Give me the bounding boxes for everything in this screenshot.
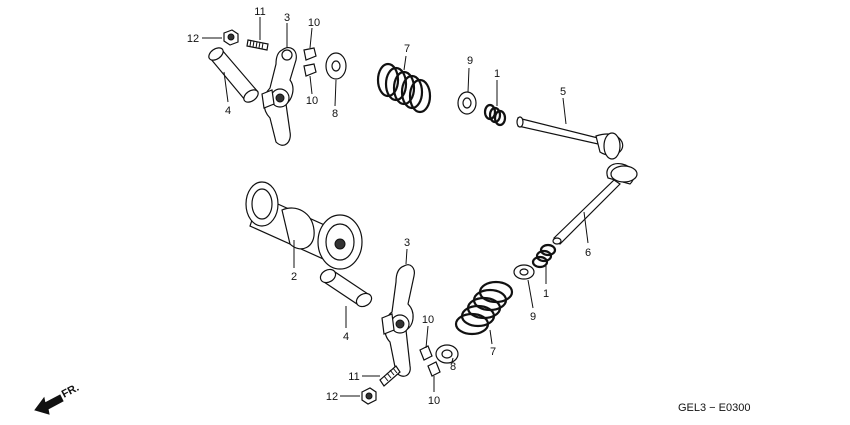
camshaft — [245, 181, 363, 270]
callout-1-top: 1 — [494, 68, 500, 80]
callout-numbers: 12 11 3 10 10 4 8 7 9 1 5 2 3 6 1 9 4 7 … — [187, 6, 591, 407]
callout-4-top: 4 — [225, 105, 231, 117]
stem-seal-top — [483, 103, 507, 127]
callout-6-bottom: 6 — [585, 247, 591, 259]
callout-11-top: 11 — [254, 6, 265, 18]
callout-9-top: 9 — [467, 55, 473, 67]
callout-9-bottom: 9 — [530, 311, 536, 323]
callout-7-bottom: 7 — [490, 346, 496, 358]
leader-lines — [202, 17, 589, 397]
spring-seat-top — [457, 91, 477, 115]
valve-spring-top — [376, 62, 432, 114]
callout-12-top: 12 — [187, 33, 199, 45]
callout-11-bottom: 11 — [348, 371, 359, 383]
callout-3-top: 3 — [284, 12, 290, 24]
rocker-shaft-bottom — [319, 268, 373, 308]
diagram-code: GEL3 − E0300 — [678, 402, 750, 414]
callout-7-top: 7 — [404, 43, 410, 55]
adjusting-screw-top — [246, 39, 269, 51]
callout-3-bottom: 3 — [404, 237, 410, 249]
rocker-shaft-top — [208, 47, 259, 103]
valve-bottom — [552, 163, 638, 245]
front-direction-arrow: FR. — [34, 382, 81, 415]
rocker-arm-bottom — [381, 264, 415, 377]
callout-1-bottom: 1 — [543, 288, 549, 300]
nut-bottom — [361, 387, 377, 405]
valve-spring-bottom — [454, 280, 514, 336]
spring-retainer-top — [325, 52, 347, 80]
valve-cotter-top — [303, 47, 317, 77]
callout-8-top: 8 — [332, 108, 338, 120]
valve-cotter-bottom — [419, 345, 441, 377]
valve-top — [516, 116, 624, 160]
callout-8-bottom: 8 — [450, 361, 456, 373]
spring-seat-bottom — [513, 264, 535, 280]
callout-4-bottom: 4 — [343, 331, 349, 343]
callout-10-top-a: 10 — [308, 17, 320, 29]
callout-10-bottom-a: 10 — [422, 314, 434, 326]
nut-top — [223, 29, 239, 46]
direction-label: FR. — [60, 382, 81, 401]
callout-5-top: 5 — [560, 86, 566, 98]
callout-2-cam: 2 — [291, 271, 297, 283]
rocker-arm-top — [261, 47, 297, 146]
adjusting-screw-bottom — [379, 365, 401, 387]
callout-12-bottom: 12 — [326, 391, 338, 403]
arrow-icon — [34, 394, 64, 415]
stem-seal-bottom — [531, 243, 557, 269]
callout-10-bottom-b: 10 — [428, 395, 440, 407]
callout-10-top-b: 10 — [306, 95, 318, 107]
